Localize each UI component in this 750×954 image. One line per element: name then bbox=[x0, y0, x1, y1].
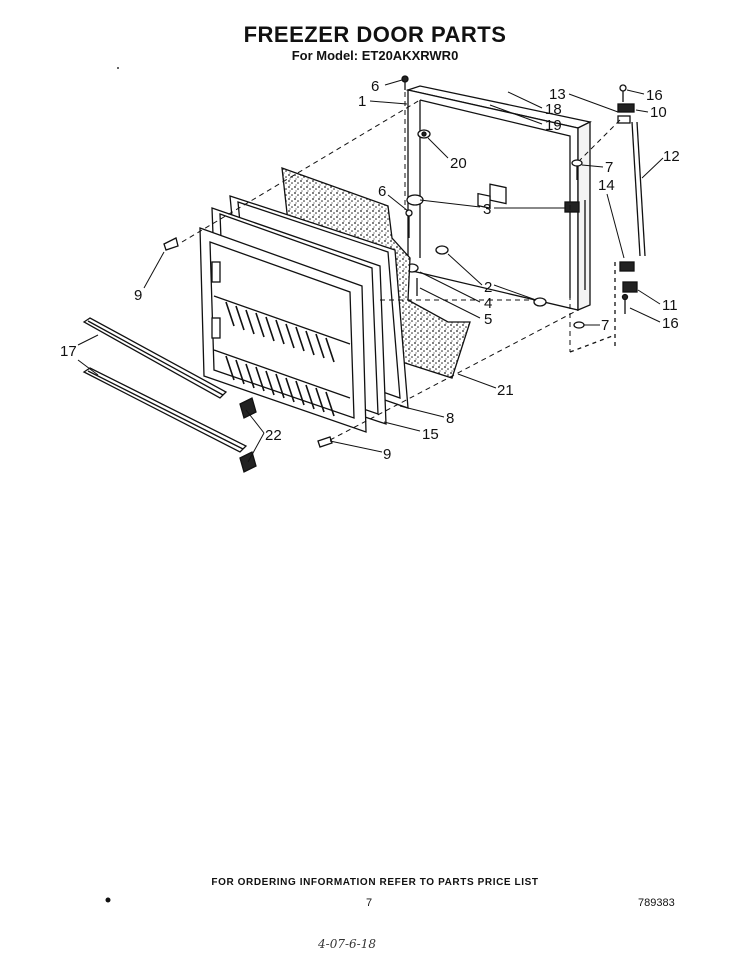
callout-22: 22 bbox=[265, 427, 282, 444]
hinge-rod-part-12 bbox=[631, 121, 646, 257]
spacer-part-19 bbox=[477, 192, 491, 209]
stop-part-3 bbox=[406, 194, 580, 213]
screw-part-6-mid bbox=[405, 209, 413, 238]
callout-19: 19 bbox=[545, 117, 562, 134]
callout-8: 8 bbox=[446, 410, 454, 427]
callout-10: 10 bbox=[650, 104, 667, 121]
callout-17: 17 bbox=[60, 343, 77, 360]
handwritten-note: 4-07-6-18 bbox=[318, 937, 376, 951]
screw-part-9-left bbox=[163, 237, 179, 251]
callout-12: 12 bbox=[663, 148, 680, 165]
callout-18: 18 bbox=[545, 101, 562, 118]
screw-part-16-top bbox=[619, 84, 627, 102]
shelf-bar-part-17-upper bbox=[82, 317, 228, 399]
inner-liner-shelves bbox=[199, 227, 367, 433]
callout-14: 14 bbox=[598, 177, 615, 194]
callout-15: 15 bbox=[422, 426, 439, 443]
scan-speck bbox=[117, 67, 119, 69]
hinge-bracket-upper bbox=[617, 103, 635, 124]
callout-6-mid: 6 bbox=[378, 183, 386, 200]
clip-part-2 bbox=[435, 245, 547, 307]
page-title: FREEZER DOOR PARTS bbox=[243, 22, 507, 47]
scan-dot bbox=[105, 897, 111, 903]
model-subtitle: For Model: ET20AKXRWR0 bbox=[291, 48, 459, 63]
end-cap-part-22 bbox=[239, 397, 257, 473]
callout-20: 20 bbox=[450, 155, 467, 172]
callout-7-top: 7 bbox=[605, 159, 613, 176]
callout-1: 1 bbox=[358, 93, 366, 110]
screw-part-16-bottom bbox=[621, 293, 629, 314]
hinge-bracket-lower bbox=[619, 261, 638, 293]
callout-3: 3 bbox=[483, 201, 491, 218]
callout-7-bottom: 7 bbox=[601, 317, 609, 334]
screw-part-6-top bbox=[401, 75, 409, 90]
callout-11: 11 bbox=[662, 297, 678, 314]
callout-9-left: 9 bbox=[134, 287, 142, 304]
callout-4: 4 bbox=[484, 295, 492, 312]
callout-9-bottom: 9 bbox=[383, 446, 391, 463]
callout-6-top: 6 bbox=[371, 78, 379, 95]
callout-16-top: 16 bbox=[646, 87, 663, 104]
callout-21: 21 bbox=[497, 382, 514, 399]
page-number: 7 bbox=[366, 897, 373, 909]
shelf-bar-part-17-lower bbox=[82, 367, 248, 453]
screw-part-7-top bbox=[571, 159, 583, 180]
callout-16-bottom: 16 bbox=[662, 315, 679, 332]
screw-part-7-bottom bbox=[573, 321, 585, 329]
screw-part-9-bottom bbox=[317, 436, 333, 448]
document-number: 789383 bbox=[638, 897, 675, 909]
callout-13: 13 bbox=[549, 86, 566, 103]
bracket-part-18 bbox=[489, 183, 507, 205]
plug-part-20 bbox=[417, 129, 431, 139]
ordering-note: FOR ORDERING INFORMATION REFER TO PARTS … bbox=[211, 877, 539, 888]
callout-5: 5 bbox=[484, 311, 492, 328]
callout-2: 2 bbox=[484, 279, 492, 296]
